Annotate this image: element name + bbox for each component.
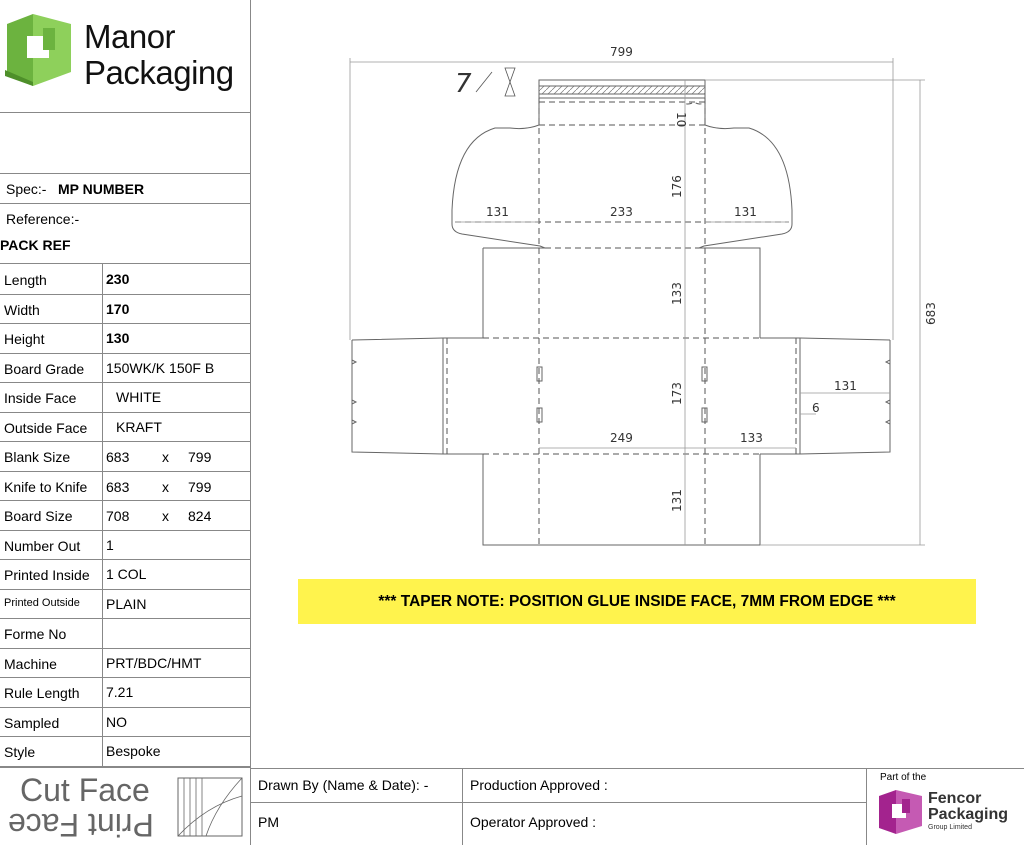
dimension-label: 799	[610, 45, 633, 59]
spec-row-label: Board Size	[4, 508, 73, 524]
company-name-line2: Packaging	[84, 54, 234, 91]
spec-row-label: Sampled	[4, 715, 60, 731]
spec-row-value: 683	[106, 479, 130, 495]
taper-note: *** TAPER NOTE: POSITION GLUE INSIDE FAC…	[298, 579, 976, 624]
spec-row-value: 824	[188, 508, 212, 524]
dimension-label: 10	[674, 112, 688, 127]
dimension-label: 133	[670, 282, 684, 305]
face-icon	[176, 776, 244, 843]
dimension-label: 131	[834, 379, 857, 393]
spec-row-label: Length	[4, 272, 47, 288]
dimension-label: 7	[455, 69, 472, 99]
spec-row-label: Number Out	[4, 538, 81, 554]
fencor-logo	[878, 790, 924, 839]
spec-value: MP NUMBER	[58, 181, 145, 197]
dimension-label: 173	[670, 382, 684, 405]
fencor-line2: Packaging	[928, 806, 1009, 823]
spec-row-value: 799	[188, 449, 212, 465]
production-approved-label: Production Approved :	[470, 777, 608, 793]
dimension-label: 131	[734, 205, 757, 219]
spec-row-value: Bespoke	[106, 743, 161, 759]
spec-row-label: Rule Length	[4, 685, 80, 701]
operator-approved-label: Operator Approved :	[470, 814, 597, 830]
drawn-by-value: PM	[258, 814, 279, 830]
spec-row-label: Printed Outside	[4, 597, 80, 609]
spec-row-label: Outside Face	[4, 420, 88, 436]
spec-row-label: Width	[4, 302, 40, 318]
drawn-by-label: Drawn By (Name & Date): -	[258, 777, 429, 793]
spec-row-value: x	[162, 449, 169, 465]
fencor-line1: Fencor	[928, 790, 982, 807]
spec-row-value: PLAIN	[106, 596, 147, 612]
dimension-label: 176	[670, 175, 684, 198]
spec-row-label: Printed Inside	[4, 567, 90, 583]
spec-row-value: x	[162, 508, 169, 524]
spec-row-label: Board Grade	[4, 361, 85, 377]
dimension-label: 6	[812, 401, 820, 415]
spec-row-value: 7.21	[106, 684, 134, 700]
spec-row-value: 1	[106, 537, 114, 553]
part-of-label: Part of the	[880, 772, 927, 783]
spec-row-label: Forme No	[4, 626, 67, 642]
spec-row-value: 230	[106, 271, 130, 287]
spec-row-value: 170	[106, 301, 130, 317]
fencor-line3: Group Limited	[928, 824, 972, 831]
dimension-label: 133	[740, 431, 763, 445]
spec-label: Spec:-	[6, 181, 47, 197]
company-name-line1: Manor	[84, 18, 176, 55]
spec-row-label: Style	[4, 744, 36, 760]
dimension-label: 131	[486, 205, 509, 219]
spec-row-value: 799	[188, 479, 212, 495]
dimension-label: 131	[670, 489, 684, 512]
spec-row-label: Knife to Knife	[4, 479, 88, 495]
dimension-label: 233	[610, 205, 633, 219]
spec-row-value: 130	[106, 330, 130, 346]
spec-row-value: 150WK/K 150F B	[106, 360, 215, 376]
spec-row-label: Blank Size	[4, 449, 71, 465]
spec-row-value: WHITE	[116, 389, 162, 405]
spec-row-value: 708	[106, 508, 130, 524]
print-face-label: Print Face	[8, 807, 154, 843]
spec-row-value: NO	[106, 714, 127, 730]
spec-row-label: Height	[4, 331, 45, 347]
die-line-drawing: 799 683 7 10 176 131 233 131 133 173 249…	[349, 45, 938, 546]
manor-logo	[5, 14, 75, 86]
spec-row-label: Inside Face	[4, 390, 77, 406]
cut-face-label: Cut Face	[20, 772, 150, 808]
spec-row-value: x	[162, 479, 169, 495]
spec-row-value: KRAFT	[116, 419, 162, 435]
spec-row-value: 1 COL	[106, 566, 147, 582]
reference-label: Reference:-	[6, 211, 80, 227]
dimension-label: 683	[924, 302, 938, 325]
spec-row-value: 683	[106, 449, 130, 465]
reference-value: PACK REF	[0, 237, 71, 253]
spec-row-value: PRT/BDC/HMT	[106, 655, 202, 671]
dimension-label: 249	[610, 431, 633, 445]
spec-row-label: Machine	[4, 656, 57, 672]
